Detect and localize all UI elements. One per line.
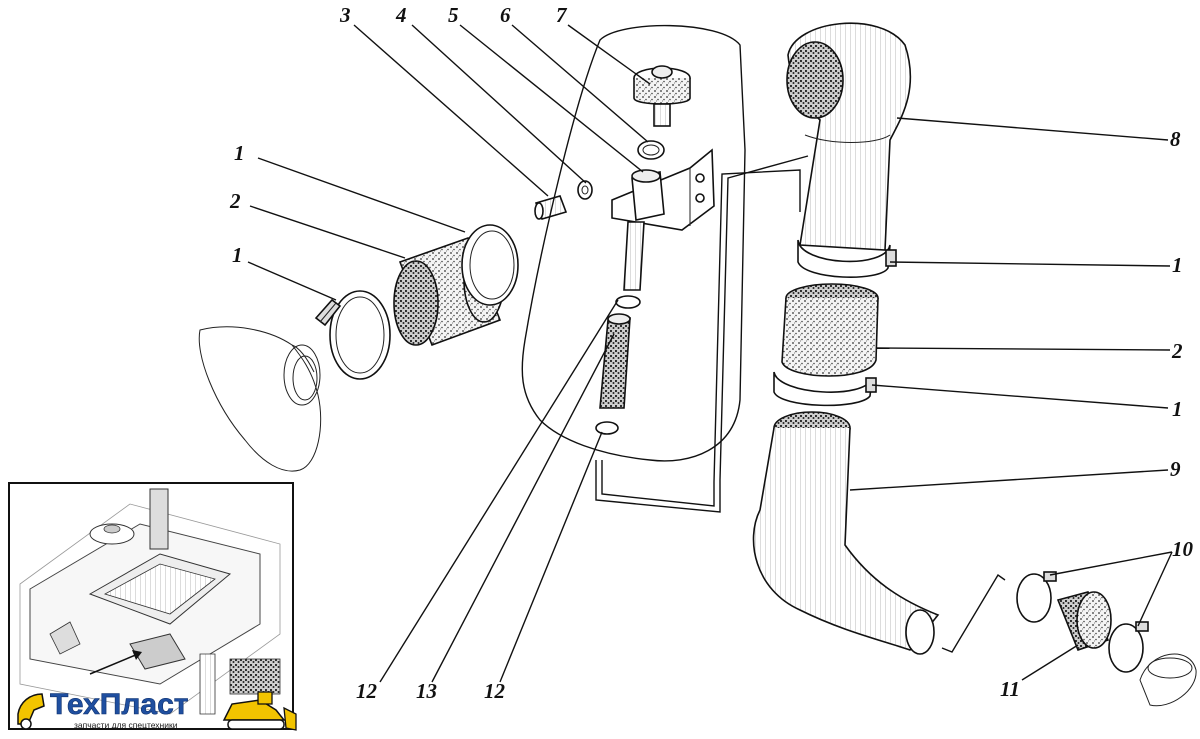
label-4: 4 bbox=[395, 3, 407, 27]
logo-tagline: запчасти для спецтехники bbox=[74, 720, 178, 730]
location-inset bbox=[8, 482, 294, 730]
connection-line bbox=[595, 155, 809, 513]
label-3: 3 bbox=[339, 3, 351, 27]
label-1-right-b: 1 bbox=[1172, 397, 1183, 421]
rubber-sleeve-right bbox=[781, 283, 879, 377]
connection-enclosure bbox=[521, 24, 746, 462]
union-fitting bbox=[631, 169, 665, 221]
label-12-b: 12 bbox=[484, 679, 506, 703]
hose-clamp-10-left bbox=[1016, 571, 1057, 623]
bulldozer-emblem bbox=[222, 691, 297, 731]
lower-elbow-pipe bbox=[752, 411, 940, 655]
label-13: 13 bbox=[416, 679, 437, 703]
company-logo: ТехПласт запчасти для спецтехники bbox=[17, 688, 297, 731]
screw-plug bbox=[534, 195, 568, 220]
label-1-left: 1 bbox=[232, 243, 243, 267]
label-8: 8 bbox=[1170, 127, 1181, 151]
pipe bbox=[623, 221, 645, 291]
label-9: 9 bbox=[1170, 457, 1181, 481]
tractor-location-sketch bbox=[19, 488, 281, 715]
logo-brand-name: ТехПласт bbox=[50, 688, 189, 721]
hose-clamp-right-2 bbox=[773, 371, 877, 407]
label-12-a: 12 bbox=[356, 679, 378, 703]
label-group: 1 2 1 3 4 5 6 7 8 1 2 1 9 10 11 12 13 12 bbox=[229, 3, 1194, 703]
mounting-bracket bbox=[611, 148, 715, 231]
rubber-sleeve-11 bbox=[1056, 591, 1112, 651]
pipe-stub bbox=[1139, 653, 1197, 707]
hose-clamp-left-upper bbox=[461, 224, 519, 306]
label-11: 11 bbox=[1000, 677, 1020, 701]
cap-nut bbox=[633, 65, 691, 127]
filter-housing-outline bbox=[198, 326, 322, 472]
hose-clamp-10-right bbox=[1108, 621, 1149, 673]
label-2-right: 2 bbox=[1171, 339, 1183, 363]
washer-small bbox=[577, 180, 593, 200]
hose-clip-lower bbox=[595, 421, 619, 435]
sealing-ring bbox=[637, 140, 665, 160]
label-10: 10 bbox=[1172, 537, 1194, 561]
upper-elbow-pipe bbox=[786, 22, 912, 251]
leader-lines bbox=[247, 24, 1173, 683]
hose-clamp-left-lower bbox=[314, 290, 391, 380]
label-7: 7 bbox=[556, 3, 568, 27]
label-5: 5 bbox=[448, 3, 459, 27]
hose-clip-upper bbox=[615, 295, 641, 309]
rubber-hose bbox=[599, 313, 631, 409]
lower-connection-arrow bbox=[941, 573, 1006, 653]
label-1-right-a: 1 bbox=[1172, 253, 1183, 277]
hose-clamp-right-1 bbox=[797, 239, 897, 278]
label-1-top-left: 1 bbox=[234, 141, 245, 165]
excavator-emblem bbox=[17, 693, 45, 730]
label-6: 6 bbox=[500, 3, 511, 27]
label-2-left: 2 bbox=[229, 189, 241, 213]
